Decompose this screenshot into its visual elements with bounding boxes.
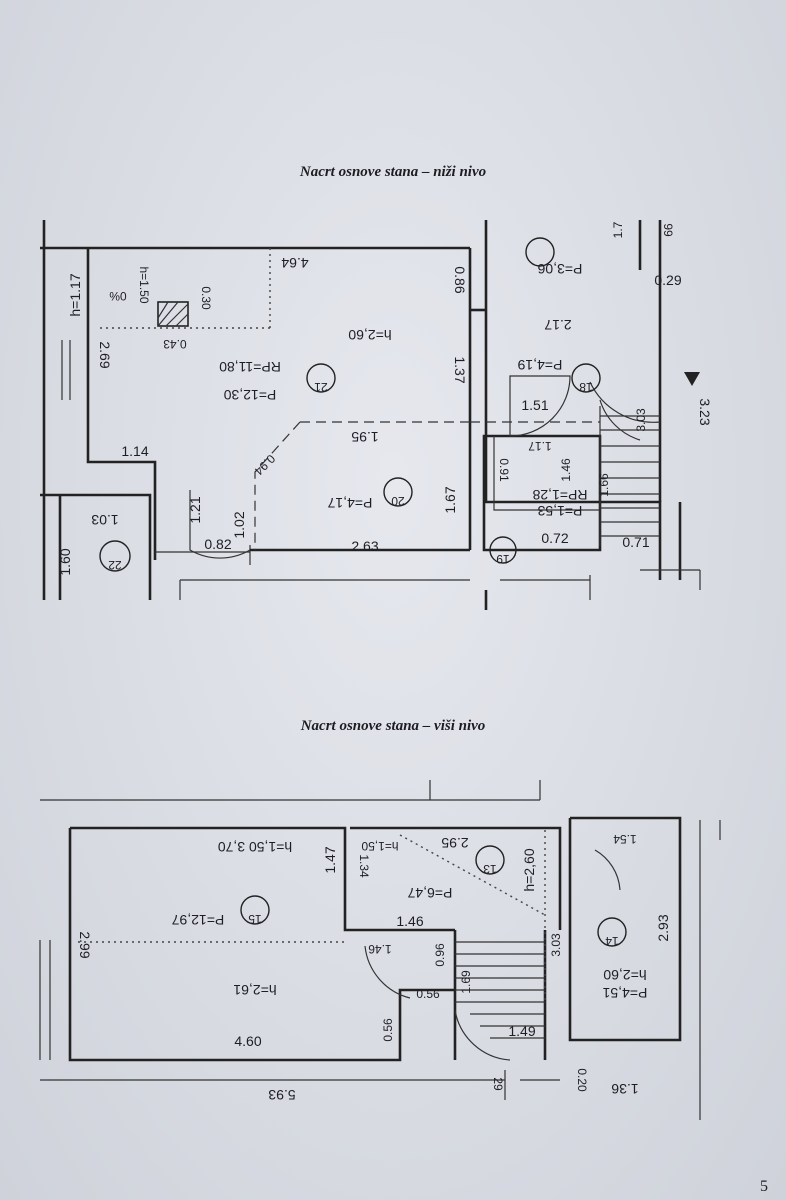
room-top-right-marker xyxy=(525,237,555,267)
dim-154: 1.54 xyxy=(613,832,637,846)
room-13-area: P=6,47 xyxy=(407,885,452,901)
room-19-number: 19 xyxy=(496,552,510,566)
room-15-area: P=12,97 xyxy=(172,912,225,928)
dim-146b-upper: 1.46 xyxy=(368,942,392,956)
room-14-height: h=2,60 xyxy=(603,967,646,983)
room-19-marker xyxy=(489,536,517,564)
dim-056b: 0.56 xyxy=(381,1018,395,1042)
room-19-rp: RP=1,28 xyxy=(532,487,587,503)
room-13-height2: h=1,50 xyxy=(361,839,398,853)
dim-593: 5.93 xyxy=(268,1087,295,1103)
top-right-area: P=3,06 xyxy=(537,261,582,277)
upper-plan-drawing: 15 P=12,97 h=2,61 h=1,50 3,70 13 P=6,47 … xyxy=(39,780,721,1120)
dim-102: 1.02 xyxy=(231,511,247,538)
dim-147: 1.47 xyxy=(322,846,338,873)
lower-level-heading: Nacrt osnove stana – niži nivo xyxy=(299,164,487,180)
room-22-number: 22 xyxy=(108,558,122,572)
room-21-number: 21 xyxy=(314,380,328,394)
dim-136: 1.36 xyxy=(611,1081,638,1097)
page-number: 5 xyxy=(760,1178,768,1195)
room-18-area: P=4,19 xyxy=(517,357,562,373)
dim-323: 3.23 xyxy=(697,398,713,425)
room-15-height2: h=1,50 3,70 xyxy=(218,839,293,855)
upper-floor-plan: 15 P=12,97 h=2,61 h=1,50 3,70 13 P=6,47 … xyxy=(0,760,786,1140)
dim-146-upper: 1.46 xyxy=(396,913,423,929)
dim-134: 1.34 xyxy=(357,854,371,878)
upper-level-heading: Nacrt osnove stana – viši nivo xyxy=(300,718,486,734)
room-21-area: P=12,30 xyxy=(224,387,277,403)
dim-166: 1.66 xyxy=(597,473,611,497)
dim-099: 99 xyxy=(661,223,675,237)
room-21-rp: RP=11,80 xyxy=(219,359,281,375)
room-14-area: P=4,51 xyxy=(602,985,647,1001)
dim-043: 0.43 xyxy=(163,337,187,351)
dim-160: 1.60 xyxy=(57,548,73,575)
room-20-marker xyxy=(383,477,413,507)
dim-269: 2.69 xyxy=(97,341,113,368)
dim-082: 0.82 xyxy=(204,536,231,552)
dim-303: 3.03 xyxy=(634,408,648,432)
chimney-hatch xyxy=(157,301,189,327)
dim-460: 4.60 xyxy=(234,1033,261,1049)
room-15-number: 15 xyxy=(248,912,262,926)
room-13-height: h=2,60 xyxy=(521,848,537,891)
dim-149: 1.49 xyxy=(508,1023,535,1039)
dim-071: 0.71 xyxy=(622,534,649,550)
room-20-number: 20 xyxy=(391,494,405,508)
dim-091: 0.91 xyxy=(497,458,511,482)
room-20-area: P=4,17 xyxy=(327,495,372,511)
dim-029: 0.29 xyxy=(654,272,681,288)
room-13-marker xyxy=(475,845,505,875)
dim-pct: 0% xyxy=(109,289,127,303)
dim-017: 1.7 xyxy=(611,221,625,238)
room-18-number: 18 xyxy=(579,380,593,394)
room-22-marker xyxy=(99,540,131,572)
room-21-height: h=2,60 xyxy=(348,327,391,343)
dim-299: 2.99 xyxy=(77,931,93,958)
dim-169: 1.69 xyxy=(459,970,473,994)
room-15-marker xyxy=(240,895,270,925)
dim-103: 1.03 xyxy=(91,512,118,528)
lower-floor-plan: 21 P=12,30 RP=11,80 h=2,60 20 P=4,17 19 … xyxy=(0,200,786,610)
dim-056: 0.56 xyxy=(416,987,440,1001)
dim-295: 2.95 xyxy=(441,835,468,851)
room-14-number: 14 xyxy=(605,934,619,948)
direction-arrow-icon xyxy=(684,372,700,386)
dim-020: 0.20 xyxy=(575,1068,589,1092)
room-15-height: h=2,61 xyxy=(233,982,276,998)
dim-303-upper: 3.03 xyxy=(549,933,563,957)
dim-217: 2.17 xyxy=(544,317,571,333)
room-19-area: P=1,53 xyxy=(537,503,582,519)
dim-096: 0.96 xyxy=(433,943,447,967)
dim-086: 0.86 xyxy=(452,266,468,293)
dim-293: 2.93 xyxy=(655,914,671,941)
dim-464: 4.64 xyxy=(281,255,308,271)
dim-114: 1.14 xyxy=(121,443,148,459)
dim-030: 0.30 xyxy=(199,286,213,310)
dim-167: 1.67 xyxy=(442,486,458,513)
lower-plan-drawing: 21 P=12,30 RP=11,80 h=2,60 20 P=4,17 19 … xyxy=(40,220,713,610)
dim-h117: h=1.17 xyxy=(67,273,83,316)
dim-072: 0.72 xyxy=(541,530,568,546)
dim-146: 1.46 xyxy=(559,458,573,482)
dim-121: 1.21 xyxy=(187,496,203,523)
room-21-marker xyxy=(306,363,336,393)
dim-h150: h=1.50 xyxy=(137,266,151,303)
room-14-marker xyxy=(597,917,627,947)
dim-263: 2.63 xyxy=(351,538,378,554)
dim-151: 1.51 xyxy=(521,397,548,413)
room-13-number: 13 xyxy=(483,862,497,876)
dim-137: 1.37 xyxy=(452,356,468,383)
dim-029-upper: 29 xyxy=(491,1077,505,1091)
dim-117b: 1.17 xyxy=(528,439,552,453)
dim-195: 1.95 xyxy=(351,429,378,445)
room-18-marker xyxy=(571,363,601,393)
